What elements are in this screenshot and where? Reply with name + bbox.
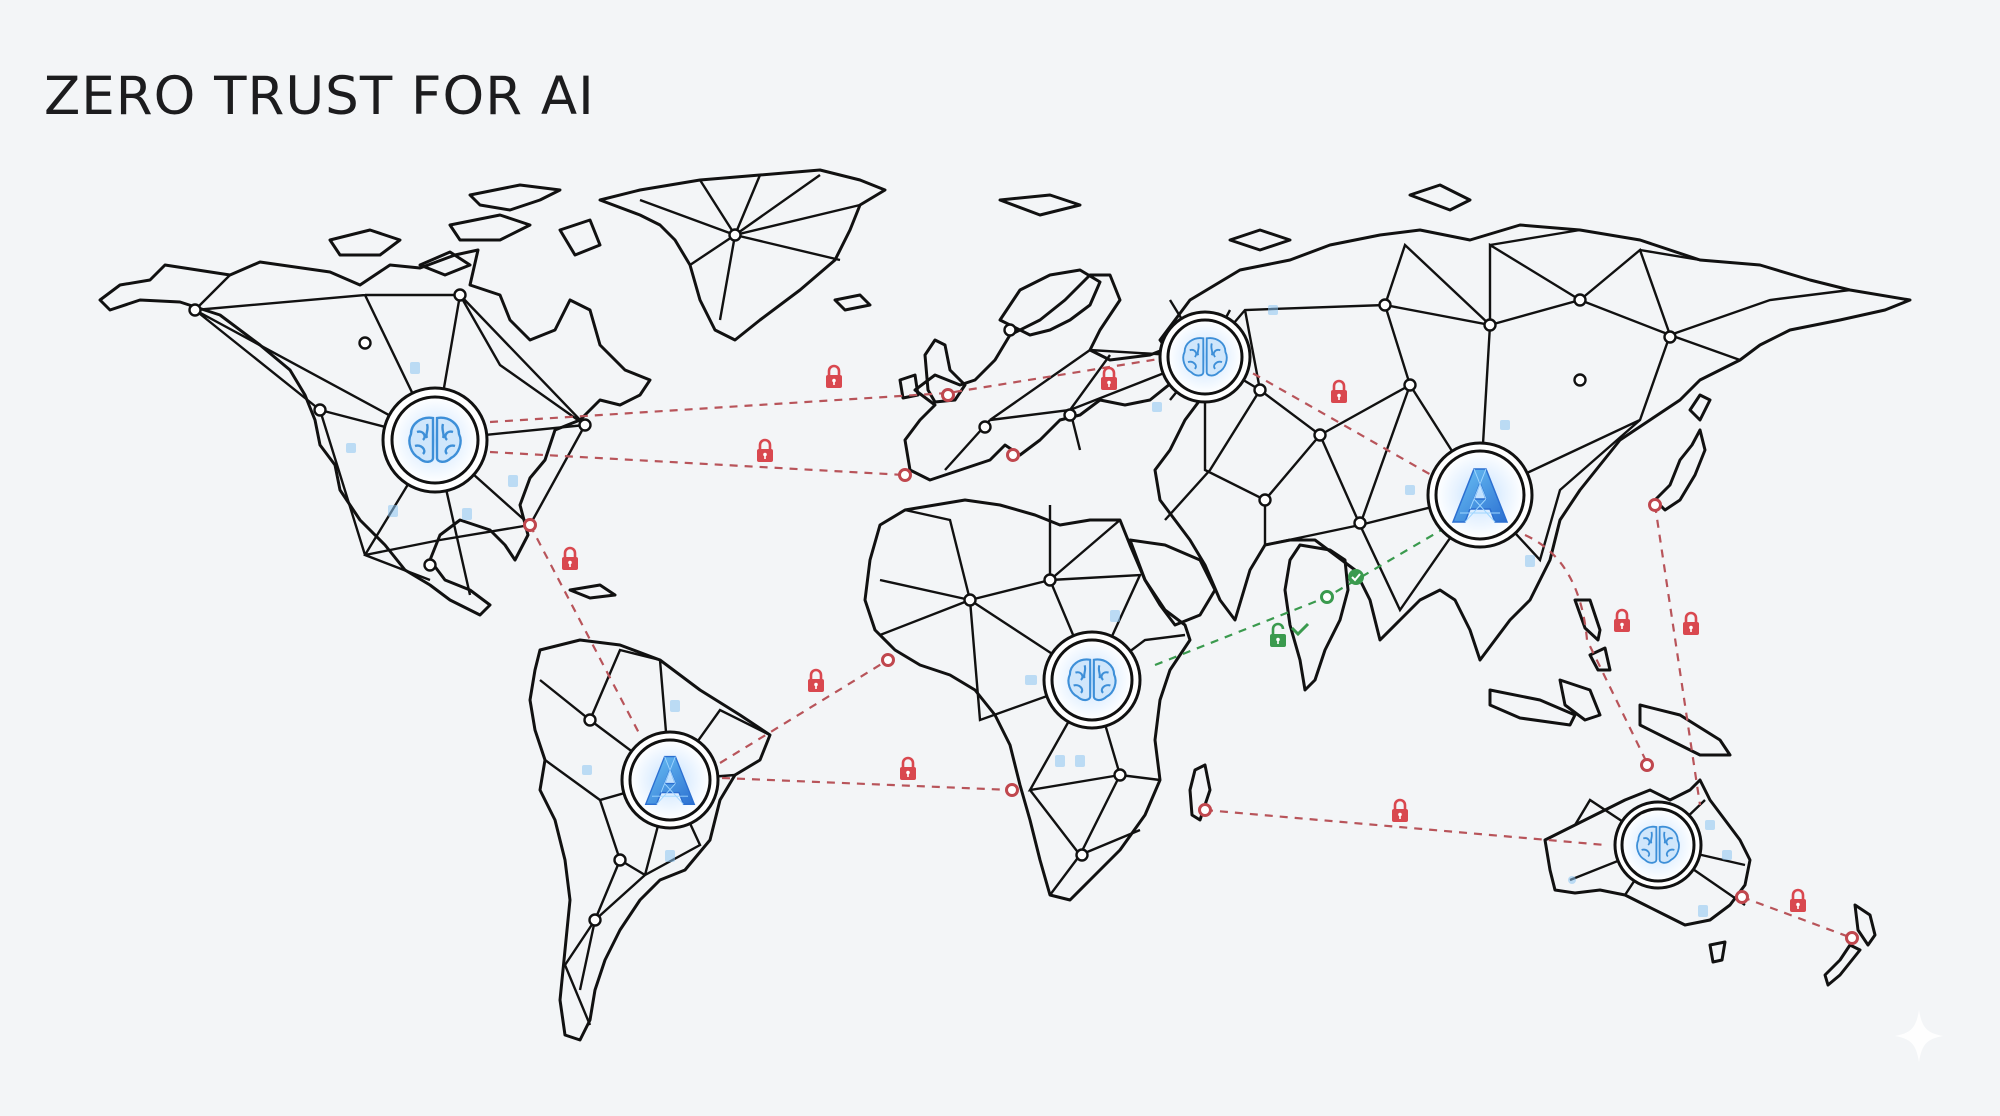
lock-closed-icon	[1329, 379, 1349, 405]
madagascar-outline	[1188, 763, 1212, 822]
page-title: ZERO TRUST FOR AI	[44, 66, 595, 127]
south-america-outline	[528, 638, 772, 1042]
ai-hubs	[381, 310, 1703, 890]
hub-asia[interactable]	[1426, 441, 1534, 549]
hub-north-america[interactable]	[381, 386, 489, 494]
checkmark-badge-icon	[1348, 569, 1364, 585]
hub-australia[interactable]	[1613, 800, 1703, 890]
lock-closed-icon	[1612, 608, 1632, 634]
north-america-outline	[98, 248, 652, 617]
scandinavia-outline	[998, 268, 1102, 337]
lock-closed-icon	[1681, 611, 1701, 637]
waypoint-south-africa	[1005, 783, 1019, 797]
waypoint-uk	[941, 388, 955, 402]
europe-outline	[903, 273, 1177, 482]
brain-icon	[1636, 825, 1680, 864]
allowed-connection	[1154, 524, 1451, 667]
ai-letter-a-icon	[1451, 468, 1509, 523]
waypoint-new-zealand	[1845, 931, 1859, 945]
mesh-vertices	[188, 228, 1677, 927]
waypoint-madagascar	[1198, 803, 1212, 817]
brain-icon	[408, 416, 462, 463]
greenland-outline	[598, 168, 887, 342]
waypoint-italy	[1006, 448, 1020, 462]
lock-closed-icon	[1788, 888, 1808, 914]
blocked-connections	[489, 356, 1859, 945]
se-asia-islands-outline	[1488, 598, 1732, 757]
sparkle-icon	[1895, 1010, 1943, 1062]
hub-africa[interactable]	[1042, 630, 1142, 730]
lock-closed-icon	[1390, 798, 1410, 824]
data-packet-icons	[346, 305, 1732, 917]
arctic-islands-outline	[328, 183, 602, 277]
waypoint-east-australia	[1735, 890, 1749, 904]
lock-closed-icon	[755, 438, 775, 464]
lock-open-icon	[1270, 622, 1286, 647]
continent-outlines	[98, 168, 1912, 1042]
asia-outline	[1153, 223, 1912, 662]
waypoint-west-africa	[881, 653, 895, 667]
tasmania-outline	[1708, 940, 1727, 964]
waypoint-japan	[1648, 498, 1662, 512]
india-outline	[1283, 543, 1350, 692]
lock-closed-icon	[1099, 366, 1119, 392]
lock-closed-icon	[898, 756, 918, 782]
japan-outline	[1653, 393, 1712, 512]
arabia-outline	[1128, 538, 1217, 627]
ai-letter-a-icon	[644, 755, 696, 805]
waypoint-india	[1320, 590, 1334, 604]
lock-closed-icon	[560, 546, 580, 572]
brain-icon	[1067, 658, 1117, 702]
hub-europe[interactable]	[1158, 310, 1252, 404]
lock-closed-icon	[824, 364, 844, 390]
waypoint-indonesia	[1640, 758, 1654, 772]
brain-icon	[1182, 337, 1228, 377]
new-zealand-outline	[1823, 903, 1877, 987]
hub-south-america[interactable]	[620, 730, 720, 830]
caribbean-outline	[568, 183, 1472, 600]
lock-closed-icon	[806, 668, 826, 694]
australia-outline	[1543, 778, 1752, 927]
africa-outline	[863, 498, 1192, 902]
waypoint-iberia	[898, 468, 912, 482]
checkmark-icon	[1290, 622, 1310, 637]
waypoint-florida	[523, 518, 537, 532]
mesh-network	[188, 174, 1851, 1026]
